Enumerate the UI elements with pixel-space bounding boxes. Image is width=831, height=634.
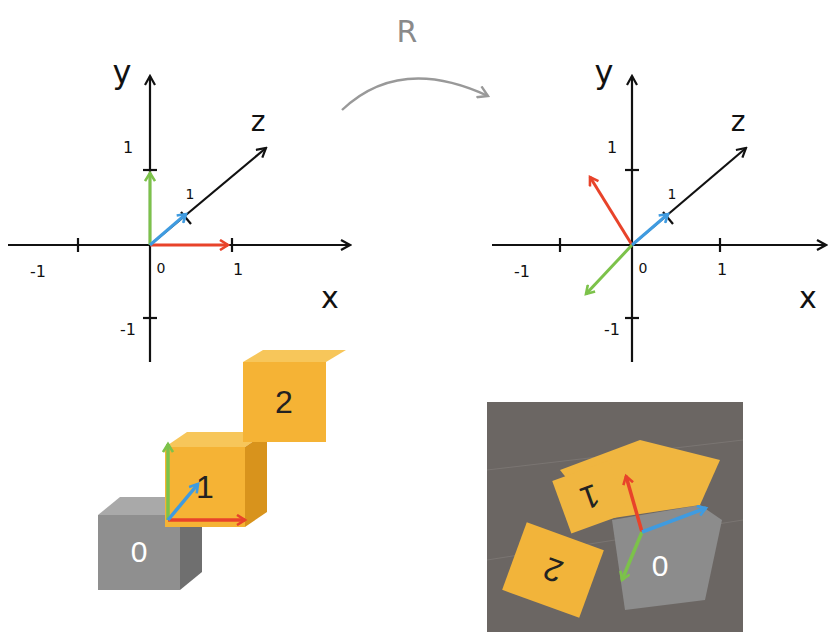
axis-label: z — [251, 108, 266, 136]
cube-number: 1 — [196, 471, 214, 503]
axis-label: y — [595, 56, 614, 88]
cube-number: 0 — [652, 551, 669, 581]
axis-label: 1 — [607, 140, 617, 156]
axis-label: -1 — [514, 264, 530, 280]
axis-label: -1 — [604, 322, 620, 338]
axis-label: 0 — [157, 261, 166, 275]
axis-label: 1 — [668, 187, 677, 201]
axis-label: 1 — [233, 262, 243, 278]
cube-face: 2 — [243, 362, 326, 442]
axis-label: 1 — [717, 262, 727, 278]
axis-label: -1 — [120, 322, 136, 338]
cube-number: 2 — [539, 552, 567, 588]
axis-label: -1 — [30, 264, 46, 280]
axis-label: 0 — [639, 261, 648, 275]
cube-number: 0 — [131, 537, 148, 567]
axis-label: y — [113, 56, 132, 88]
axis-label: x — [799, 283, 817, 313]
rotation-label: R — [397, 17, 418, 47]
axis-label: 1 — [186, 187, 195, 201]
cube-number: 1 — [576, 479, 604, 515]
cube-face: 0 — [638, 544, 682, 588]
axis-label: z — [731, 108, 746, 136]
cube-number: 2 — [275, 386, 293, 418]
axis-label: 1 — [123, 140, 133, 156]
axis-label: x — [321, 283, 339, 313]
cube-face: 1 — [165, 447, 245, 527]
